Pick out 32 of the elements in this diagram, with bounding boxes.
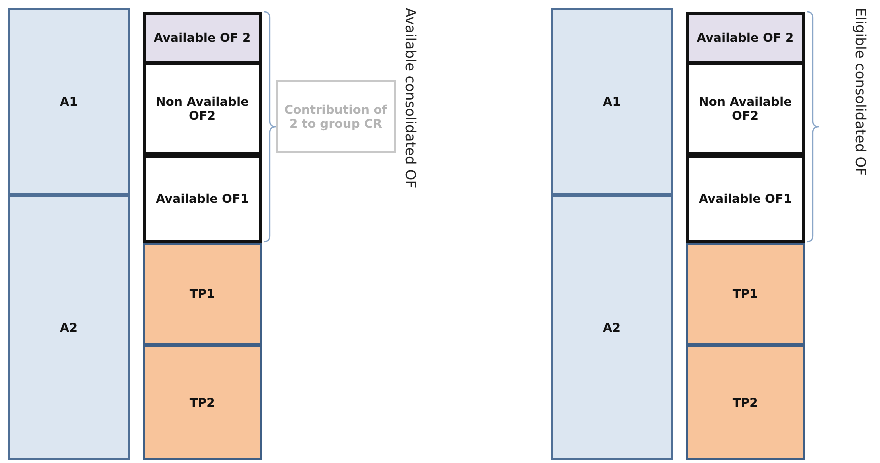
block-label: TP2 <box>732 396 760 410</box>
block-label: Available OF1 <box>698 192 793 206</box>
block-label: TP2 <box>188 396 216 410</box>
block-box <box>143 12 262 64</box>
block-label: A1 <box>59 94 79 108</box>
vertical-label: Eligible consolidated OF <box>852 8 868 176</box>
note-box <box>276 80 396 153</box>
block-box <box>143 155 262 243</box>
block-label: Non Available OF2 <box>155 94 250 122</box>
block-box <box>8 8 130 195</box>
block-box <box>686 155 805 243</box>
block-box <box>143 345 262 460</box>
block-label: TP1 <box>188 287 216 301</box>
block-label: Non Available OF2 <box>698 94 793 122</box>
block-label: TP1 <box>732 287 760 301</box>
block-label: Contribution of 2 to group CR <box>284 102 388 130</box>
vertical-label: Available consolidated OF <box>402 8 418 189</box>
block-box <box>143 62 262 155</box>
block-label: A1 <box>602 94 622 108</box>
block-label: Available OF 2 <box>696 31 796 45</box>
block-box <box>551 8 673 195</box>
block-box <box>686 243 805 345</box>
block-label: Available OF1 <box>155 192 250 206</box>
block-box <box>143 243 262 345</box>
block-box <box>686 12 805 64</box>
block-box <box>8 195 130 460</box>
block-label: A2 <box>602 320 622 334</box>
block-box <box>686 345 805 460</box>
block-box <box>551 195 673 460</box>
block-box <box>686 62 805 155</box>
block-label: A2 <box>59 320 79 334</box>
block-label: Available OF 2 <box>152 31 252 45</box>
